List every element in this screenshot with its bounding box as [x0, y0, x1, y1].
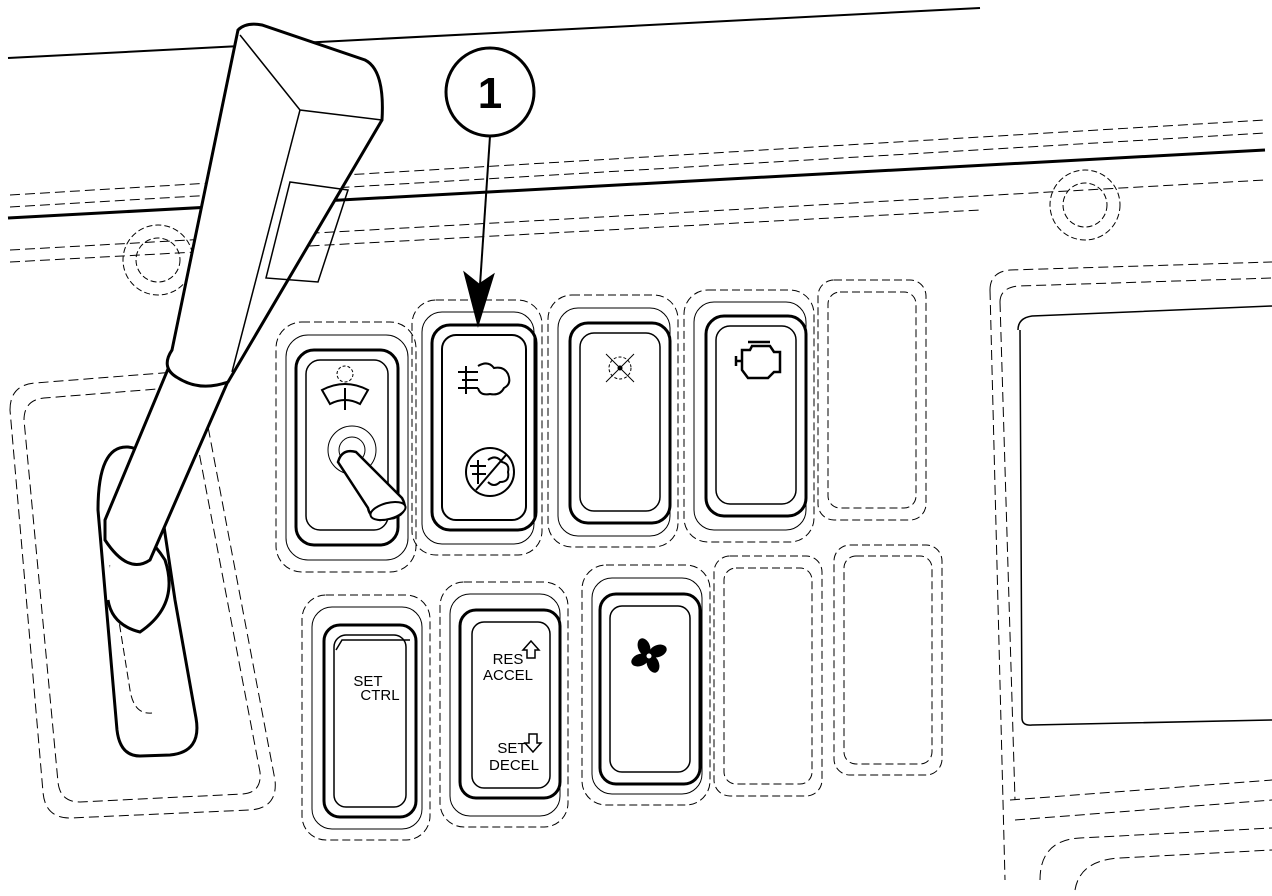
work-light-switch[interactable]: [547, 294, 679, 548]
arrow-down-icon: [523, 733, 543, 754]
panel-bolt-left: [122, 224, 194, 296]
callout-number: 1: [478, 69, 502, 118]
fan-icon: [631, 638, 667, 673]
callout-arrowhead: [463, 270, 495, 328]
shifter-surround: [9, 371, 276, 819]
blank-switch-slot-bottom-1: [713, 555, 823, 797]
wiper-switch[interactable]: [275, 321, 417, 573]
fan-switch[interactable]: [581, 564, 711, 806]
blank-switch-slot: [817, 279, 927, 521]
exhaust-regeneration-icon: [458, 362, 511, 396]
set-decel-set-label: SET: [497, 740, 526, 757]
work-light-icon: [605, 353, 635, 383]
engine-switch[interactable]: [683, 289, 815, 543]
accel-label: ACCEL: [483, 667, 533, 684]
callout: 1: [444, 46, 536, 328]
blank-switch-slot-bottom-2: [833, 544, 943, 776]
ctrl-label: CTRL: [360, 687, 399, 704]
cruise-set-ctrl-switch[interactable]: SET CTRL: [301, 594, 431, 841]
engine-icon: [734, 340, 782, 380]
windshield-wiper-icon: [320, 365, 370, 410]
display-screen: [989, 261, 1272, 891]
callout-leader-line: [478, 135, 491, 301]
res-label: RES: [493, 651, 524, 668]
wiper-knob[interactable]: [327, 425, 407, 523]
decel-label: DECEL: [489, 757, 539, 774]
regeneration-switch[interactable]: [411, 299, 543, 556]
cruise-res-accel-set-decel-switch[interactable]: RES ACCEL SET DECEL: [439, 581, 569, 828]
regeneration-inhibit-icon: [465, 447, 515, 497]
shift-lever: [96, 22, 384, 758]
arrow-up-icon: [521, 639, 541, 659]
set-label: SET: [353, 673, 382, 690]
panel-bolt-right: [1049, 169, 1121, 241]
